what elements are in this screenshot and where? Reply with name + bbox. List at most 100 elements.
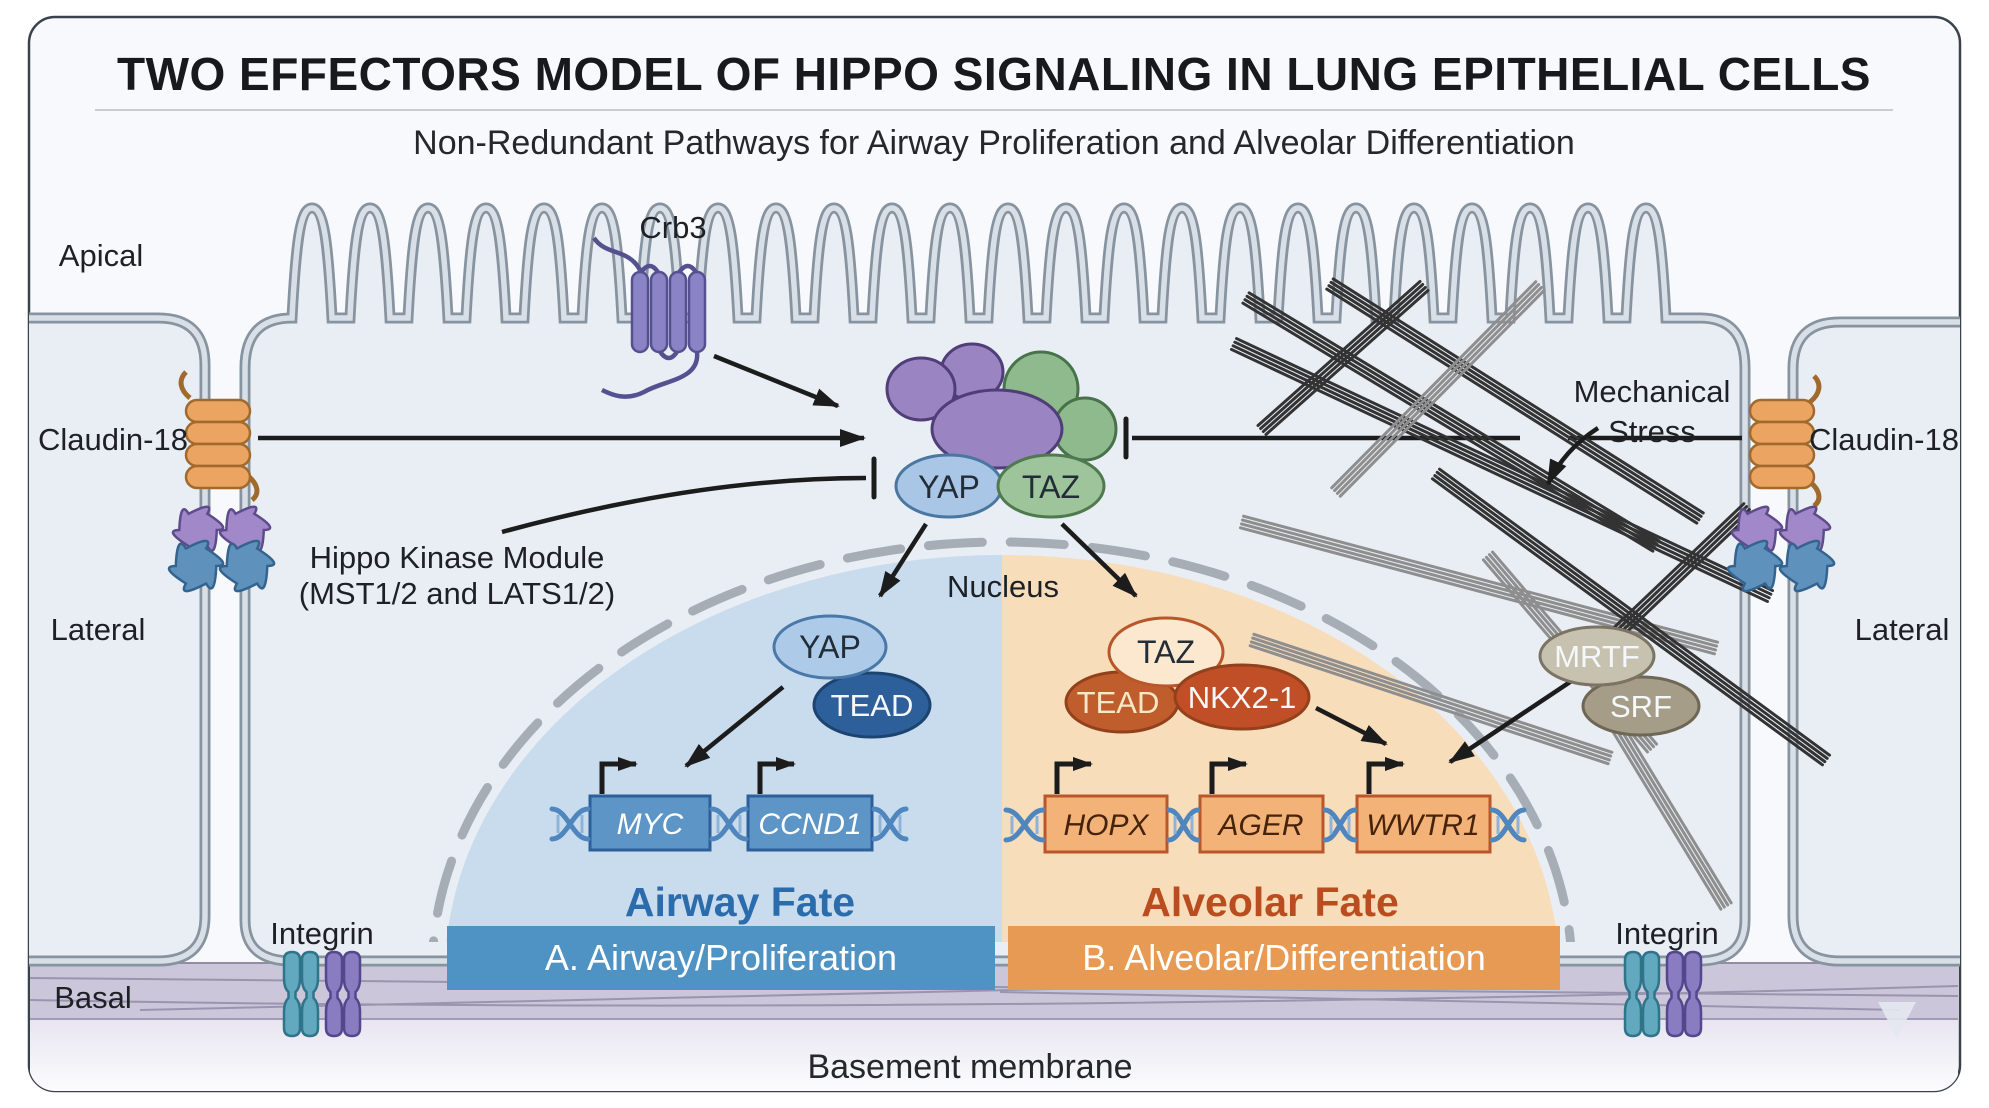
stress-fiber-bundle bbox=[1330, 280, 1546, 498]
stress-fiber-strand bbox=[1325, 287, 1699, 525]
cadherin-blue-icon bbox=[1726, 539, 1784, 593]
nucleus-airway-half bbox=[445, 555, 1002, 942]
alveolar-fate-label: Alveolar Fate bbox=[1141, 879, 1399, 925]
taz-cytoplasmic-ellipse bbox=[996, 453, 1106, 519]
dna-strands bbox=[549, 806, 1527, 843]
label-integrin-left: Integrin bbox=[270, 916, 373, 951]
integrin-icon bbox=[1665, 950, 1685, 1038]
tead-blue-ellipse bbox=[812, 671, 932, 739]
claudin-left-coil-1 bbox=[184, 398, 252, 424]
stress-fiber-strand bbox=[1247, 291, 1661, 543]
label-claudin-left: Claudin-18 bbox=[38, 422, 188, 457]
label-basal: Basal bbox=[54, 980, 132, 1015]
gene-hopx-label: HOPX bbox=[1063, 809, 1149, 842]
stress-fiber-strand bbox=[1608, 709, 1730, 907]
gene-wwtr1-label: WWTR1 bbox=[1366, 809, 1479, 842]
stress-fiber-bundle bbox=[1601, 707, 1733, 911]
dna-strand bbox=[1166, 807, 1201, 843]
dna-strand bbox=[1003, 807, 1046, 843]
gene-ager-label: AGER bbox=[1216, 809, 1303, 842]
integrin-icon bbox=[1683, 950, 1703, 1038]
gene-box-ager bbox=[1198, 794, 1325, 854]
airway-fate-label: Airway Fate bbox=[625, 879, 855, 925]
dna-strand bbox=[1489, 807, 1527, 843]
cadherin-blue-icon bbox=[1778, 539, 1836, 593]
stress-fiber-strand bbox=[1238, 526, 1716, 656]
taz-cytoplasmic-label: TAZ bbox=[1022, 469, 1080, 505]
left-cell-membrane-inner bbox=[29, 315, 208, 964]
dna-icon bbox=[549, 806, 591, 842]
stress-fiber-strand bbox=[1338, 288, 1546, 498]
airway-banner-label: A. Airway/Proliferation bbox=[545, 937, 897, 978]
claudin-left-coil-3 bbox=[184, 442, 252, 468]
nucleus-alveolar-half bbox=[1002, 555, 1559, 942]
arrow-nkx-to-wwtr1 bbox=[1314, 705, 1388, 747]
dna-icon bbox=[1003, 807, 1046, 843]
arrow-taz-into-nucleus bbox=[1060, 522, 1138, 598]
gene-ccnd1-label: CCND1 bbox=[758, 808, 861, 841]
stress-fiber-strand bbox=[1252, 632, 1614, 754]
stress-fiber-strand bbox=[1249, 640, 1611, 762]
claudin-left-curl-top bbox=[178, 370, 192, 400]
airway-pathway: TEAD YAP MYC CCND1 Airway Fate A. Airway… bbox=[447, 614, 995, 990]
crb3-helix-2 bbox=[649, 270, 669, 354]
crb3-helix-1 bbox=[630, 270, 650, 354]
right-cell-membrane-inner bbox=[1790, 319, 1960, 964]
transcription-arrow-myc bbox=[599, 757, 638, 794]
airway-banner bbox=[447, 926, 995, 990]
stress-fiber-strand bbox=[1264, 288, 1430, 436]
transcription-arrow-ccnd1 bbox=[757, 757, 796, 794]
crb3-c-tail bbox=[600, 351, 700, 399]
stress-fiber-strand bbox=[1601, 713, 1723, 911]
srf-label: SRF bbox=[1610, 689, 1672, 724]
nkx2-1-ellipse bbox=[1173, 663, 1311, 731]
tead-orange-label: TEAD bbox=[1077, 685, 1160, 720]
complex-purple-blob-2 bbox=[885, 356, 957, 422]
brand-watermark-triangle bbox=[1878, 1002, 1916, 1038]
stress-fiber-bundle bbox=[1248, 632, 1614, 766]
claudin-right-coil-2 bbox=[1748, 420, 1816, 446]
yap-nuclear-ellipse bbox=[772, 614, 888, 680]
claudin-right-coil-1 bbox=[1748, 398, 1816, 424]
yap-nuclear-label: YAP bbox=[799, 629, 861, 665]
integrin-icon bbox=[300, 950, 320, 1038]
integrin-icon bbox=[282, 950, 302, 1038]
claudin-left-coil-2 bbox=[184, 420, 252, 446]
integrin-icon bbox=[1641, 950, 1661, 1038]
dna-strand bbox=[871, 806, 909, 842]
yap-cytoplasmic-label: YAP bbox=[918, 469, 980, 505]
stress-fiber-strand bbox=[1251, 636, 1613, 758]
srf-ellipse bbox=[1581, 675, 1701, 737]
page-subtitle: Non-Redundant Pathways for Airway Prolif… bbox=[413, 124, 1575, 162]
taz-nuclear-ellipse bbox=[1107, 616, 1225, 688]
dna-strand bbox=[709, 806, 749, 842]
tead-blue-label: TEAD bbox=[831, 688, 914, 723]
dna-icon bbox=[871, 806, 909, 842]
label-integrin-right: Integrin bbox=[1615, 916, 1718, 951]
crb3-protein: Crb3 bbox=[592, 210, 707, 399]
crb3-helix-3 bbox=[668, 270, 688, 354]
stress-fiber-strand bbox=[1330, 280, 1538, 490]
stress-fiber-strand bbox=[1256, 280, 1422, 428]
line-hippo-to-complex bbox=[501, 475, 867, 535]
claudin-left: Claudin-18 bbox=[38, 370, 260, 502]
transcription-arrow-hopx bbox=[1054, 757, 1093, 794]
page-title: TWO EFFECTORS MODEL OF HIPPO SIGNALING I… bbox=[117, 48, 1871, 100]
gene-box-wwtr1 bbox=[1355, 794, 1492, 854]
stress-fiber-strand bbox=[1229, 347, 1769, 603]
claudin-right-coil-3 bbox=[1748, 442, 1816, 468]
nkx2-1-label: NKX2-1 bbox=[1188, 680, 1297, 715]
stress-fiber-strand bbox=[1259, 283, 1425, 431]
dna-icon bbox=[1322, 807, 1358, 843]
label-crb3: Crb3 bbox=[639, 210, 706, 245]
arrow-mechanical-stress bbox=[1545, 426, 1600, 486]
stress-fiber-strand bbox=[1333, 283, 1541, 493]
integrins bbox=[282, 950, 1703, 1038]
integrin-icon bbox=[324, 950, 344, 1038]
integrin-icon bbox=[1623, 950, 1643, 1038]
dna-strand bbox=[1322, 807, 1358, 843]
crb3-helix-4 bbox=[687, 270, 707, 354]
taz-nuclear-label: TAZ bbox=[1137, 634, 1195, 670]
integrin-icon bbox=[342, 950, 362, 1038]
